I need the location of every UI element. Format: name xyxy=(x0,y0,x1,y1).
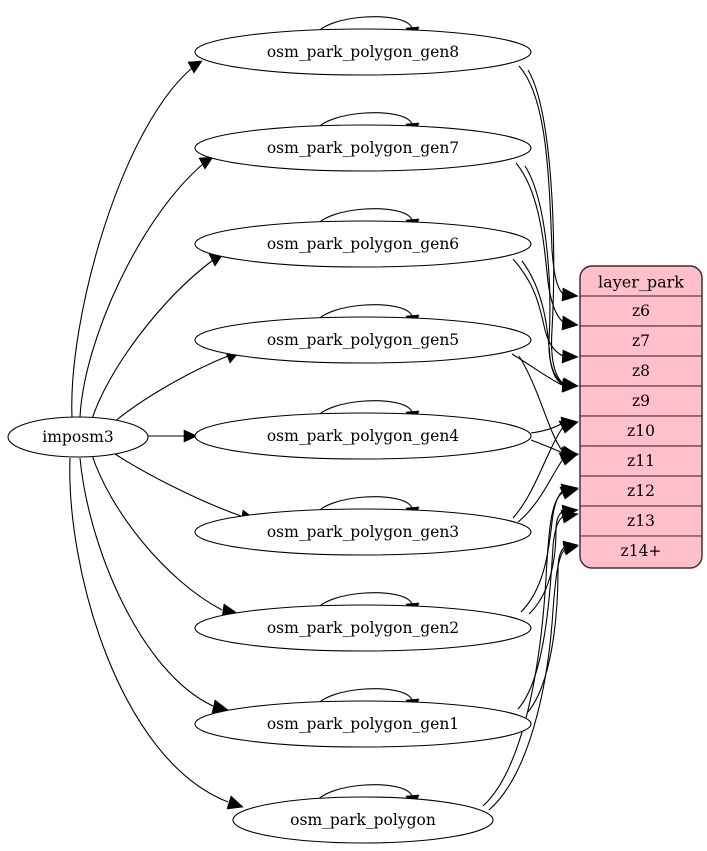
node-gen2-label: osm_park_polygon_gen2 xyxy=(267,619,459,637)
edge-gen4-z10 xyxy=(530,422,564,434)
node-gen5-label: osm_park_polygon_gen5 xyxy=(267,331,459,349)
edge-gen4-z11 xyxy=(530,439,564,454)
edge-gen3-z10 xyxy=(512,426,564,519)
node-imposm3-shape[interactable] xyxy=(7,416,149,458)
edge-gen8-z6 xyxy=(518,65,564,295)
node-imposm3-label: imposm3 xyxy=(42,428,113,446)
table-row-z13[interactable] xyxy=(579,505,703,537)
arrowhead-gen3-z11 xyxy=(558,452,579,466)
node-gen6-shape[interactable] xyxy=(194,220,532,268)
edge-gen6-z8 xyxy=(512,258,564,357)
node-base-label: osm_park_polygon xyxy=(290,811,436,829)
table-row-z11-label: z11 xyxy=(627,452,655,470)
node-base-shape[interactable] xyxy=(232,796,494,844)
node-gen4[interactable]: osm_park_polygon_gen4 xyxy=(194,412,532,460)
arrowhead-gen8-z6 xyxy=(561,287,579,302)
edges-to-layer-park xyxy=(482,65,579,811)
edge-imposm3-gen8 xyxy=(71,67,193,418)
node-gen3-label: osm_park_polygon_gen3 xyxy=(267,523,459,541)
edge-gen5-z9 xyxy=(511,353,563,386)
arrowhead-gen5-z9 xyxy=(561,378,579,393)
table-row-z6-label: z6 xyxy=(632,302,650,320)
edge-gen8-z9 xyxy=(527,69,565,385)
edge-base-z14 xyxy=(488,547,567,811)
table-row-z11[interactable] xyxy=(579,445,703,477)
table-row-z9[interactable] xyxy=(579,385,703,417)
arrowhead-gen6-z8 xyxy=(561,349,579,364)
table-row-z14plus-label: z14+ xyxy=(621,542,662,560)
node-gen7[interactable]: osm_park_polygon_gen7 xyxy=(194,124,532,172)
arrowhead-base-z14 xyxy=(562,542,579,556)
node-gen7-label: osm_park_polygon_gen7 xyxy=(267,139,459,157)
node-gen8[interactable]: osm_park_polygon_gen8 xyxy=(194,28,532,76)
node-gen2[interactable]: osm_park_polygon_gen2 xyxy=(194,604,532,652)
table-row-z12-label: z12 xyxy=(627,482,655,500)
edge-gen7-z9 xyxy=(524,165,565,385)
table-row-z9-label: z9 xyxy=(632,392,650,410)
node-gen6[interactable]: osm_park_polygon_gen6 xyxy=(194,220,532,268)
arrowhead-gen3-z10 xyxy=(558,420,579,434)
table-header-label: layer_park xyxy=(598,273,684,292)
node-gen3-shape[interactable] xyxy=(194,508,532,556)
node-gen4-shape[interactable] xyxy=(194,412,532,460)
layer-park-table[interactable]: layer_park z6 z7 z8 z9 z10 z11 z12 z13 z… xyxy=(579,265,703,569)
edge-imposm3-gen1 xyxy=(79,457,214,707)
node-gen3[interactable]: osm_park_polygon_gen3 xyxy=(194,508,532,556)
node-gen5-shape[interactable] xyxy=(194,316,532,364)
arrowhead-imposm3-base xyxy=(226,795,244,810)
node-gen1-label: osm_park_polygon_gen1 xyxy=(267,715,459,733)
table-row-z13-label: z13 xyxy=(627,512,655,530)
edge-gen3-z11 xyxy=(517,458,564,523)
edge-imposm3-gen5 xyxy=(112,355,229,424)
node-gen1[interactable]: osm_park_polygon_gen1 xyxy=(194,700,532,748)
node-gen4-label: osm_park_polygon_gen4 xyxy=(267,427,459,445)
node-base[interactable]: osm_park_polygon xyxy=(232,796,494,844)
arrowhead-imposm3-gen4 xyxy=(183,429,198,443)
edge-imposm3-gen7 xyxy=(79,163,204,418)
edge-gen1-z13 xyxy=(517,515,565,710)
node-gen2-shape[interactable] xyxy=(194,604,532,652)
edge-imposm3-gen2 xyxy=(91,454,223,611)
table-outline xyxy=(579,265,703,569)
edge-imposm3-gen3 xyxy=(111,451,242,517)
node-gen7-shape[interactable] xyxy=(194,124,532,172)
node-imposm3[interactable]: imposm3 xyxy=(7,416,149,458)
table-row-z10-label: z10 xyxy=(627,422,655,440)
edge-base-z12 xyxy=(482,491,564,807)
node-gen1-shape[interactable] xyxy=(194,700,532,748)
arrowhead-imposm3-gen7 xyxy=(198,156,214,170)
edge-imposm3-gen6 xyxy=(91,259,214,420)
arrowhead-base-z12 xyxy=(559,486,579,500)
node-gen6-label: osm_park_polygon_gen6 xyxy=(267,235,459,253)
table-row-z8-label: z8 xyxy=(632,362,650,380)
edge-gen1-z14 xyxy=(527,545,567,713)
edge-gen6-z9 xyxy=(521,260,565,386)
node-gen8-label: osm_park_polygon_gen8 xyxy=(267,43,459,61)
arrowhead-imposm3-gen8 xyxy=(187,60,203,74)
edge-gen7-z7 xyxy=(515,162,564,323)
table-row-z7-label: z7 xyxy=(632,332,650,350)
node-gen5[interactable]: osm_park_polygon_gen5 xyxy=(194,316,532,364)
node-gen8-shape[interactable] xyxy=(194,28,532,76)
self-loop-base xyxy=(314,784,413,805)
edge-gen5-z11 xyxy=(518,355,564,453)
arrowhead-gen7-z7 xyxy=(561,315,579,331)
arrowhead-gen1-z13 xyxy=(560,509,579,524)
edge-imposm3-base xyxy=(69,457,229,803)
